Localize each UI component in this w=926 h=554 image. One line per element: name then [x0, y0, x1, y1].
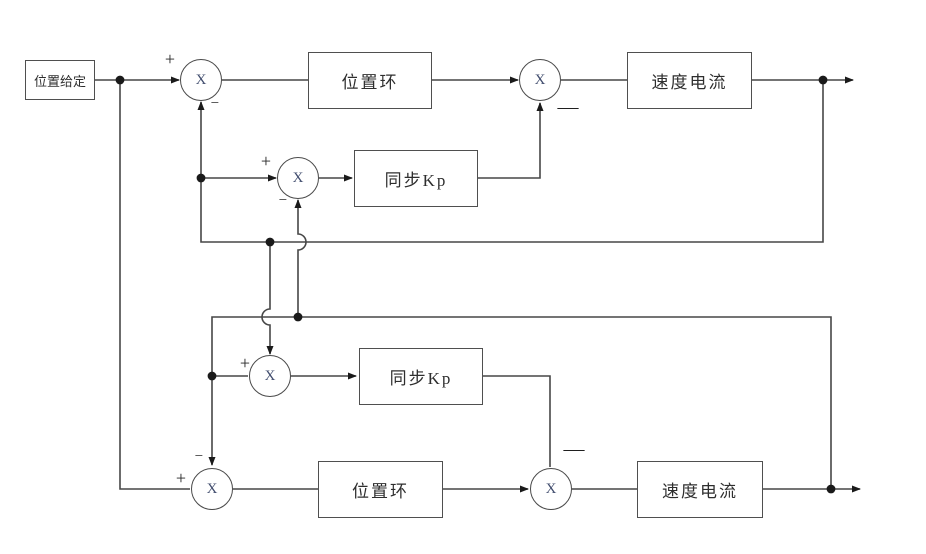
wire-bottom-feedback-to-sync-upper: [294, 199, 307, 317]
junction-dots: [115, 75, 836, 494]
speed-current-box-top: 速度电流: [627, 52, 752, 109]
wire-kp-bottom-to-speed-summer: [483, 375, 551, 467]
sync-kp-box-top: 同步Kp: [354, 150, 478, 207]
plus-sign-sync-upper: +: [260, 151, 272, 171]
minus-sign-bottom-position: −: [194, 448, 204, 465]
sync-kp-box-bottom: 同步Kp: [359, 348, 483, 405]
position-loop-box-top: 位置环: [308, 52, 432, 109]
summer-sync-upper: X: [277, 157, 319, 199]
wire-bottom-feedback: [208, 316, 832, 489]
junction-dot: [826, 484, 836, 494]
minus-sign-top-position: −: [210, 95, 220, 112]
position-loop-box-bottom: 位置环: [318, 461, 443, 518]
summer-top-position: X: [180, 59, 222, 101]
junction-dot: [265, 237, 275, 247]
wire-top-feedback: [197, 80, 824, 243]
wire-setpoint-branch-to-bottom-summer: [119, 80, 190, 490]
wire-top-feedback-to-sync-lower: [261, 242, 274, 355]
wire-kp-top-to-speed-summer: [478, 102, 544, 179]
summer-top-speed: X: [519, 59, 561, 101]
junction-dot: [115, 75, 125, 85]
minus-sign-top-speed: —: [557, 94, 579, 119]
junction-dot: [818, 75, 828, 85]
plus-sign-top-position: +: [164, 49, 176, 69]
junction-dot: [207, 371, 217, 381]
summer-bottom-position: X: [191, 468, 233, 510]
summer-sync-lower: X: [249, 355, 291, 397]
junction-dot: [293, 312, 303, 322]
position-setpoint-box: 位置给定: [25, 60, 95, 100]
summer-bottom-speed: X: [530, 468, 572, 510]
minus-sign-sync-upper: −: [278, 192, 288, 209]
plus-sign-bottom-position: +: [175, 468, 187, 488]
junction-dot: [196, 173, 206, 183]
plus-sign-sync-lower: +: [239, 353, 251, 373]
minus-sign-bottom-speed: —: [563, 436, 585, 461]
speed-current-box-bottom: 速度电流: [637, 461, 763, 518]
